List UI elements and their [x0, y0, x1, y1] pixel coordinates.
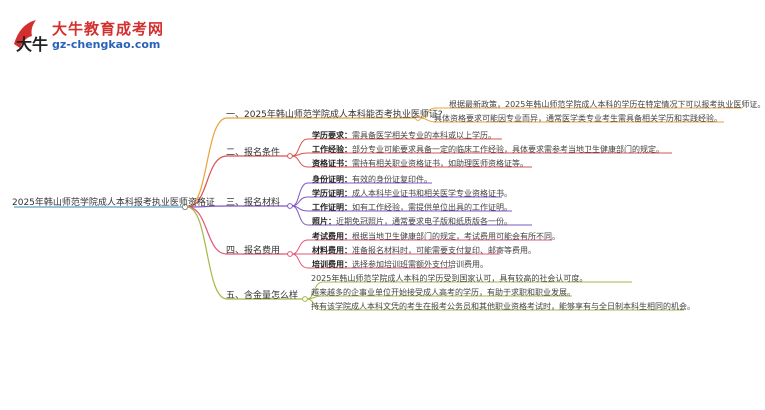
logo-title: 大牛教育成考网: [52, 20, 165, 38]
branch-5-leaf-2: 越来越多的企事业单位开始接受成人高考的学历，有助于求职和职业发展。: [311, 288, 575, 297]
branch-5-node-dot: [302, 296, 308, 302]
branch-2-leaf-1: 学历要求：需具备医学相关专业的本科或以上学历。: [312, 131, 496, 140]
branch-4-node-dot: [287, 251, 293, 257]
branch-4-leaf-2: 材料费用：准备报名材料时，可能需要支付复印、邮寄等费用。: [312, 246, 536, 255]
branch-3-leaf-2: 学历证明：成人本科毕业证书和相关医学专业资格证书。: [312, 189, 512, 198]
branch-4-leaf-1: 考试费用：根据当地卫生健康部门的规定，考试费用可能会有所不同。: [312, 232, 560, 241]
branch-5-leaf-3: 持有该学院成人本科文凭的考生在报考公务员和其他职业资格考试时，能够享有与全日制本…: [311, 302, 695, 311]
branch-1-leaf-2-line: [419, 117, 724, 123]
branch-5-leaf-3-line: [306, 298, 684, 311]
mindmap-root: 2025年韩山师范学院成人本科报考执业医师资格证: [12, 198, 215, 208]
branch-2: 二、报名条件: [226, 148, 281, 158]
branch-4-leaf-3: 培训费用：选择参加培训班需额外支付培训费用。: [312, 260, 488, 269]
branch-2-leaf-3: 资格证书：需持有相关职业资格证书，如助理医师资格证等。: [312, 159, 528, 168]
logo-url: gz-chengkao.com: [52, 38, 161, 51]
branch-4-line: [186, 206, 290, 255]
branch-5-line: [186, 206, 305, 300]
branch-2-node-dot: [287, 153, 293, 159]
branch-5: 五、含金量怎么样: [226, 291, 299, 301]
branch-5-leaf-1: 2025年韩山师范学院成人本科的学历受到国家认可，具有较高的社会认可度。: [311, 274, 588, 283]
branch-3-leaf-4-line: [291, 205, 532, 226]
branch-4: 四、报名费用: [226, 246, 281, 256]
branch-4-leaf-3-line: [291, 253, 452, 269]
branch-3-leaf-4: 照片：近期免冠照片，通常要求电子版和纸质版各一份。: [312, 217, 512, 226]
branch-1-leaf-1-line: [419, 107, 742, 119]
branch-3-leaf-2-line: [291, 196, 502, 207]
branch-1-leaf-2: 具体资格要求可能因专业而异，通常医学类专业考生需具备相关学历和实践经验。: [434, 114, 722, 123]
branch-4-leaf-1-line: [291, 239, 552, 255]
branch-1-leaf-1: 根据最新政策，2025年韩山师范学院成人本科的学历在特定情况下可以报考执业医师证…: [449, 100, 765, 109]
branch-2-line: [186, 155, 290, 208]
branch-3-node-dot: [287, 203, 293, 209]
branch-3-leaf-1: 身份证明：有效的身份证复印件。: [312, 175, 432, 184]
logo-mark-text: 大牛: [16, 35, 48, 54]
branch-3: 三、报名材料: [226, 198, 281, 208]
branch-1: 一、2025年韩山师范学院成人本科能否考执业医师证?: [226, 110, 443, 120]
branch-1-line: [186, 117, 418, 208]
logo-mark-icon: 大牛: [14, 20, 48, 54]
branch-3-leaf-3: 工作证明：如有工作经验，需提供单位出具的工作证明。: [312, 203, 512, 212]
branch-2-leaf-2: 工作经验：部分专业可能要求具备一定的临床工作经验，具体要求需参考当地卫生健康部门…: [312, 145, 664, 154]
branch-3-line: [186, 205, 290, 208]
branch-2-leaf-3-line: [291, 155, 532, 168]
